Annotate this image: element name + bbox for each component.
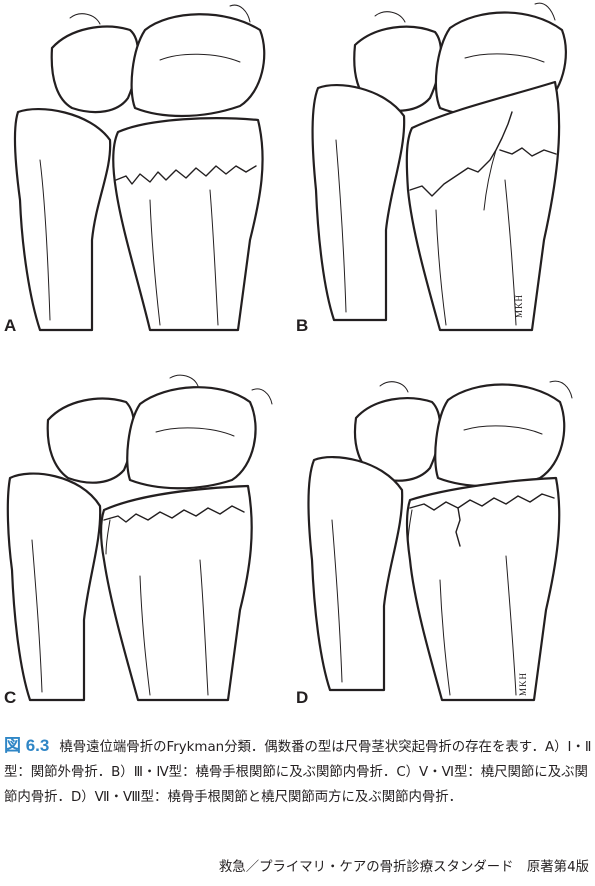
panel-a-illustration [0,0,295,340]
caption-text: 橈骨遠位端骨折のFrykman分類．偶数番の型は尺骨茎状突起骨折の存在を表す．A… [4,740,592,805]
figure-number: 図 6.3 [4,736,50,755]
panel-label-b: B [296,316,309,335]
panel-d-illustration [300,370,595,710]
panel-c-illustration [0,370,295,710]
wrist-drawing-a [13,4,266,332]
panel-label-c: C [4,688,17,707]
panel-label-d: D [296,688,309,707]
wrist-drawing-c [6,374,273,702]
source-credit: 救急／プライマリ・ケアの骨折診療スタンダード 原著第4版 [218,860,589,875]
panel-b-illustration [300,0,595,340]
panel-label-a: A [4,316,17,335]
wrist-drawing-d [307,380,573,702]
wrist-drawing-b [311,2,567,332]
artist-signature-d: MKH [518,671,528,696]
artist-signature-b: MKH [514,293,524,318]
